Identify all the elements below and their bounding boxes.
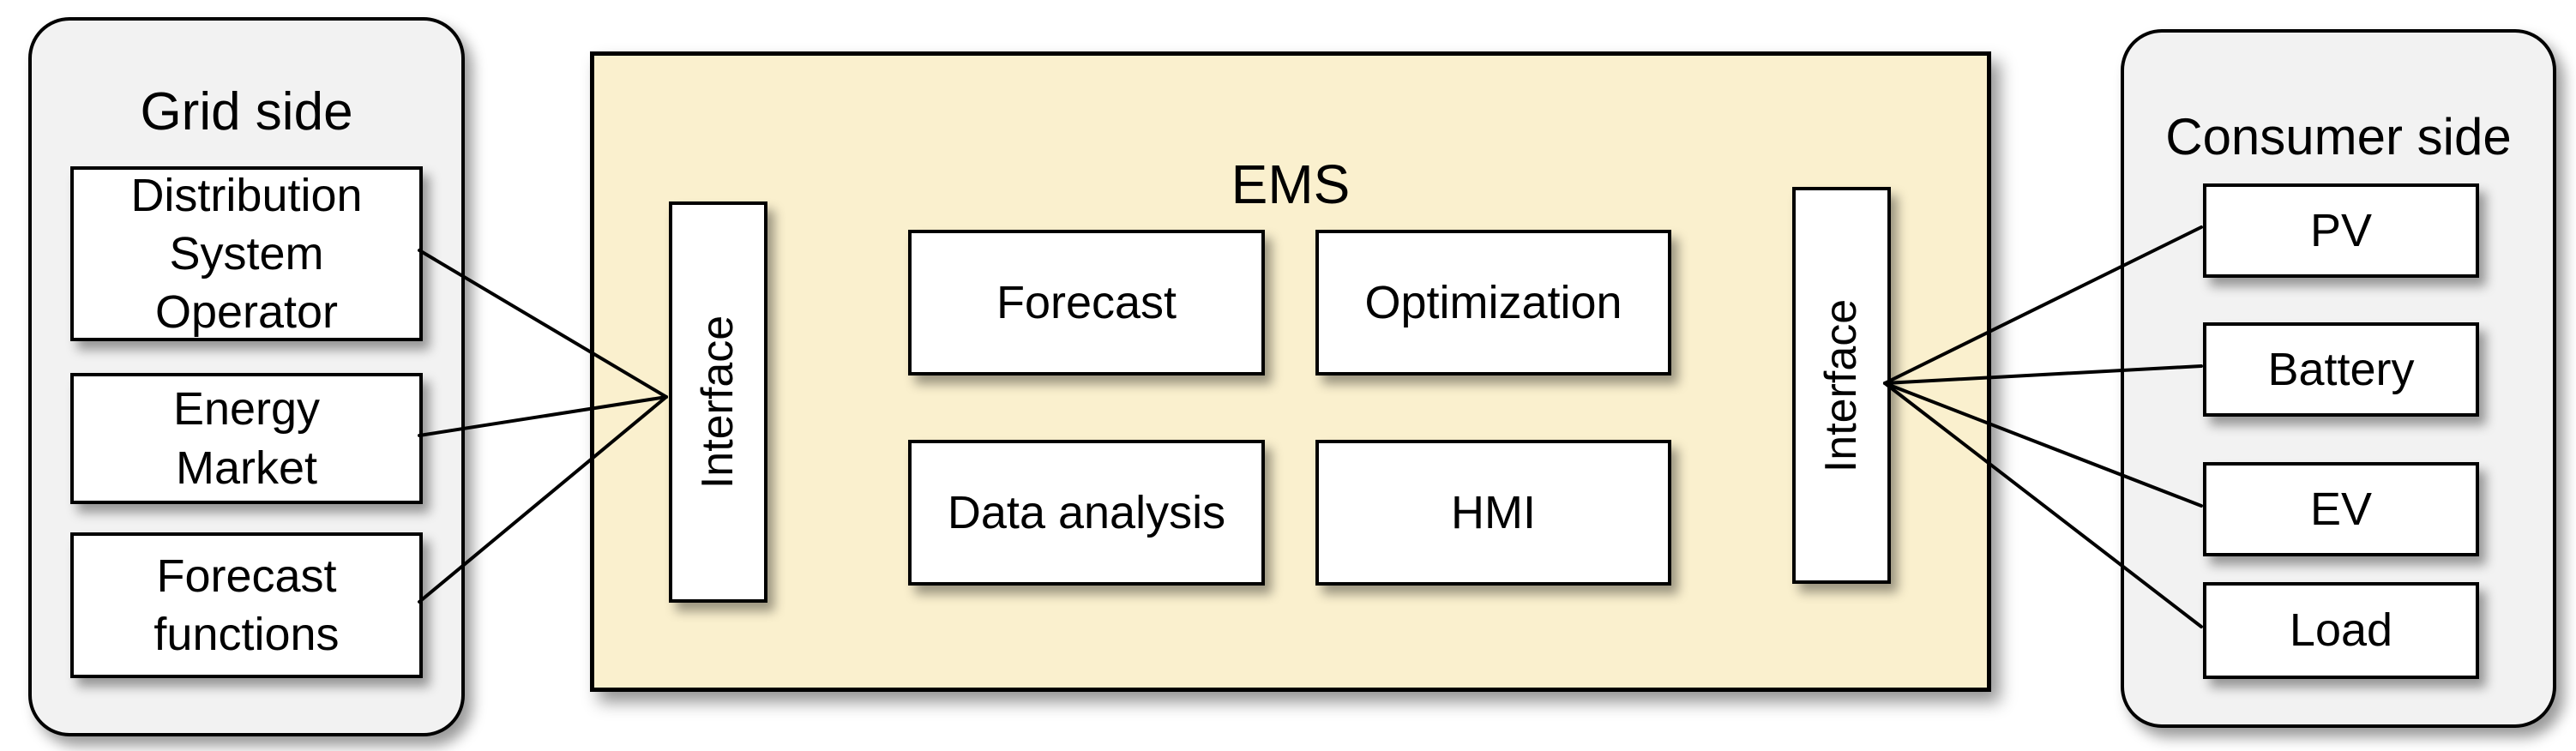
node-label: Load [2289, 604, 2393, 657]
node-label: Energy Market [172, 383, 321, 494]
node-distribution-system-operator: Distribution System Operator [70, 166, 423, 341]
consumer-side-title: Consumer side [2165, 108, 2512, 165]
interface-label: Interface [693, 315, 743, 490]
grid-side-panel: Grid side Distribution System Operator E… [28, 17, 465, 736]
node-label: Forecast functions [153, 550, 340, 660]
ems-title: EMS [1231, 153, 1351, 215]
interface-box-consumer-side: Interface [1792, 187, 1891, 584]
node-battery: Battery [2203, 322, 2479, 417]
module-label: Forecast [996, 276, 1177, 328]
node-label: Distribution System Operator [130, 169, 363, 339]
ems-container: EMS Interface Forecast Optimization Data… [590, 51, 1991, 692]
node-pv: PV [2203, 183, 2479, 278]
node-forecast-functions: Forecast functions [70, 532, 423, 678]
interface-label: Interface [1816, 298, 1867, 472]
node-label: Battery [2267, 343, 2415, 395]
consumer-side-panel: Consumer side PV Battery EV Load [2121, 29, 2556, 728]
module-label: HMI [1451, 486, 1536, 538]
node-energy-market: Energy Market [70, 373, 423, 504]
module-label: Optimization [1364, 276, 1622, 328]
node-ev: EV [2203, 462, 2479, 556]
interface-box-grid-side: Interface [669, 201, 767, 603]
node-load: Load [2203, 582, 2479, 679]
module-optimization: Optimization [1315, 230, 1671, 376]
grid-side-title: Grid side [140, 82, 353, 141]
module-hmi: HMI [1315, 440, 1671, 586]
module-data-analysis: Data analysis [908, 440, 1265, 586]
node-label: EV [2309, 483, 2373, 535]
node-label: PV [2309, 204, 2373, 256]
module-label: Data analysis [947, 486, 1226, 538]
module-forecast: Forecast [908, 230, 1265, 376]
